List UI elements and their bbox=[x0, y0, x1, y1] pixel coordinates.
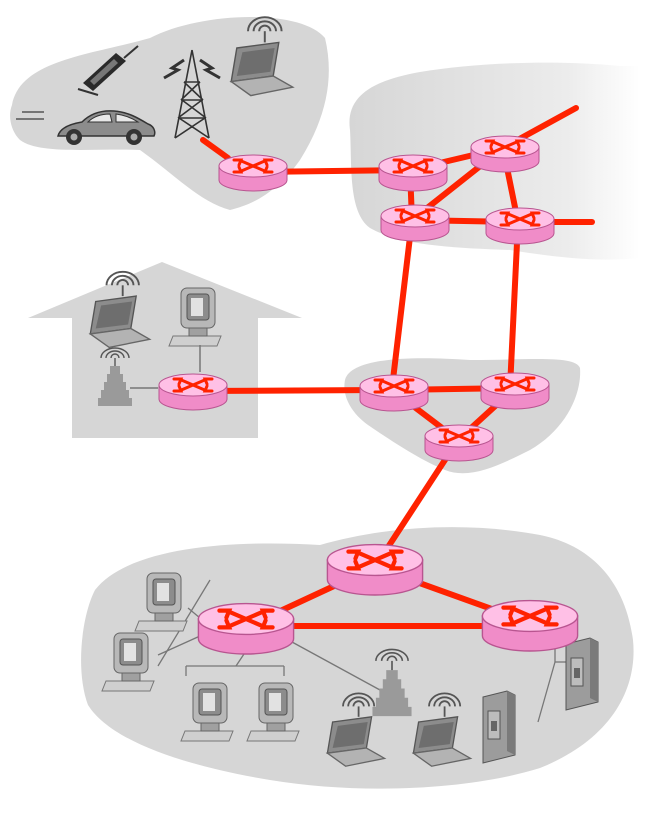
car-icon bbox=[16, 110, 156, 145]
router-icon bbox=[469, 134, 541, 174]
router-icon bbox=[327, 545, 422, 595]
router-icon bbox=[482, 601, 577, 651]
home-network-region bbox=[28, 262, 302, 438]
server-icon bbox=[482, 690, 516, 764]
router-icon bbox=[157, 372, 229, 412]
server-icon bbox=[565, 637, 599, 711]
cell-tower-icon bbox=[163, 49, 221, 139]
router-icon bbox=[479, 371, 551, 411]
router-icon bbox=[423, 423, 495, 463]
router-icon bbox=[358, 373, 430, 413]
router-icon bbox=[198, 604, 293, 654]
cell-phone-icon bbox=[77, 45, 139, 96]
router-icon bbox=[484, 206, 556, 246]
router-icon bbox=[379, 203, 451, 243]
router-icon bbox=[217, 153, 289, 193]
router-icon bbox=[377, 153, 449, 193]
